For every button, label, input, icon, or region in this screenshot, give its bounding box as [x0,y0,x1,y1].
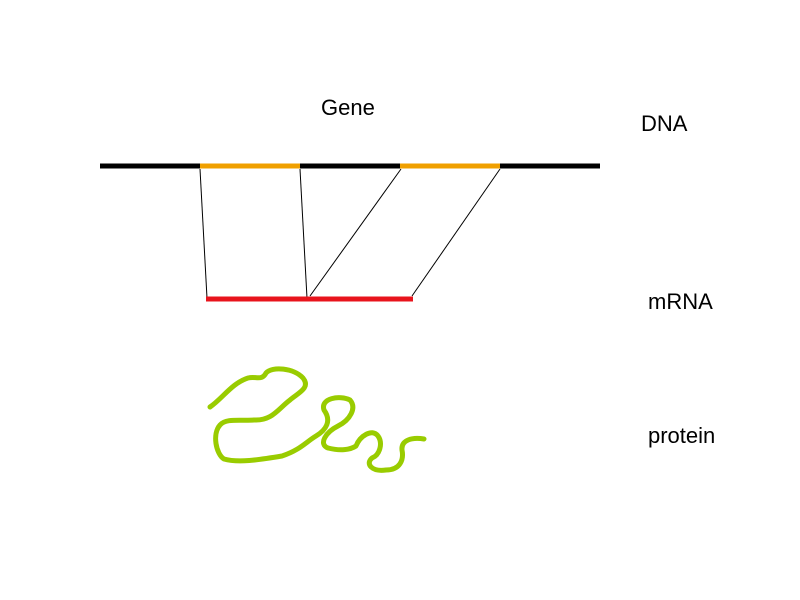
connector-line-3 [309,168,402,297]
protein-chain [207,366,427,473]
gene-label: Gene [321,95,375,120]
connector-line-2 [299,168,308,299]
connector-line-4 [411,168,501,297]
dna-label: DNA [641,111,688,136]
protein-label: protein [648,423,716,448]
mrna-label: mRNA [648,289,713,314]
connector-line-1 [199,168,208,299]
